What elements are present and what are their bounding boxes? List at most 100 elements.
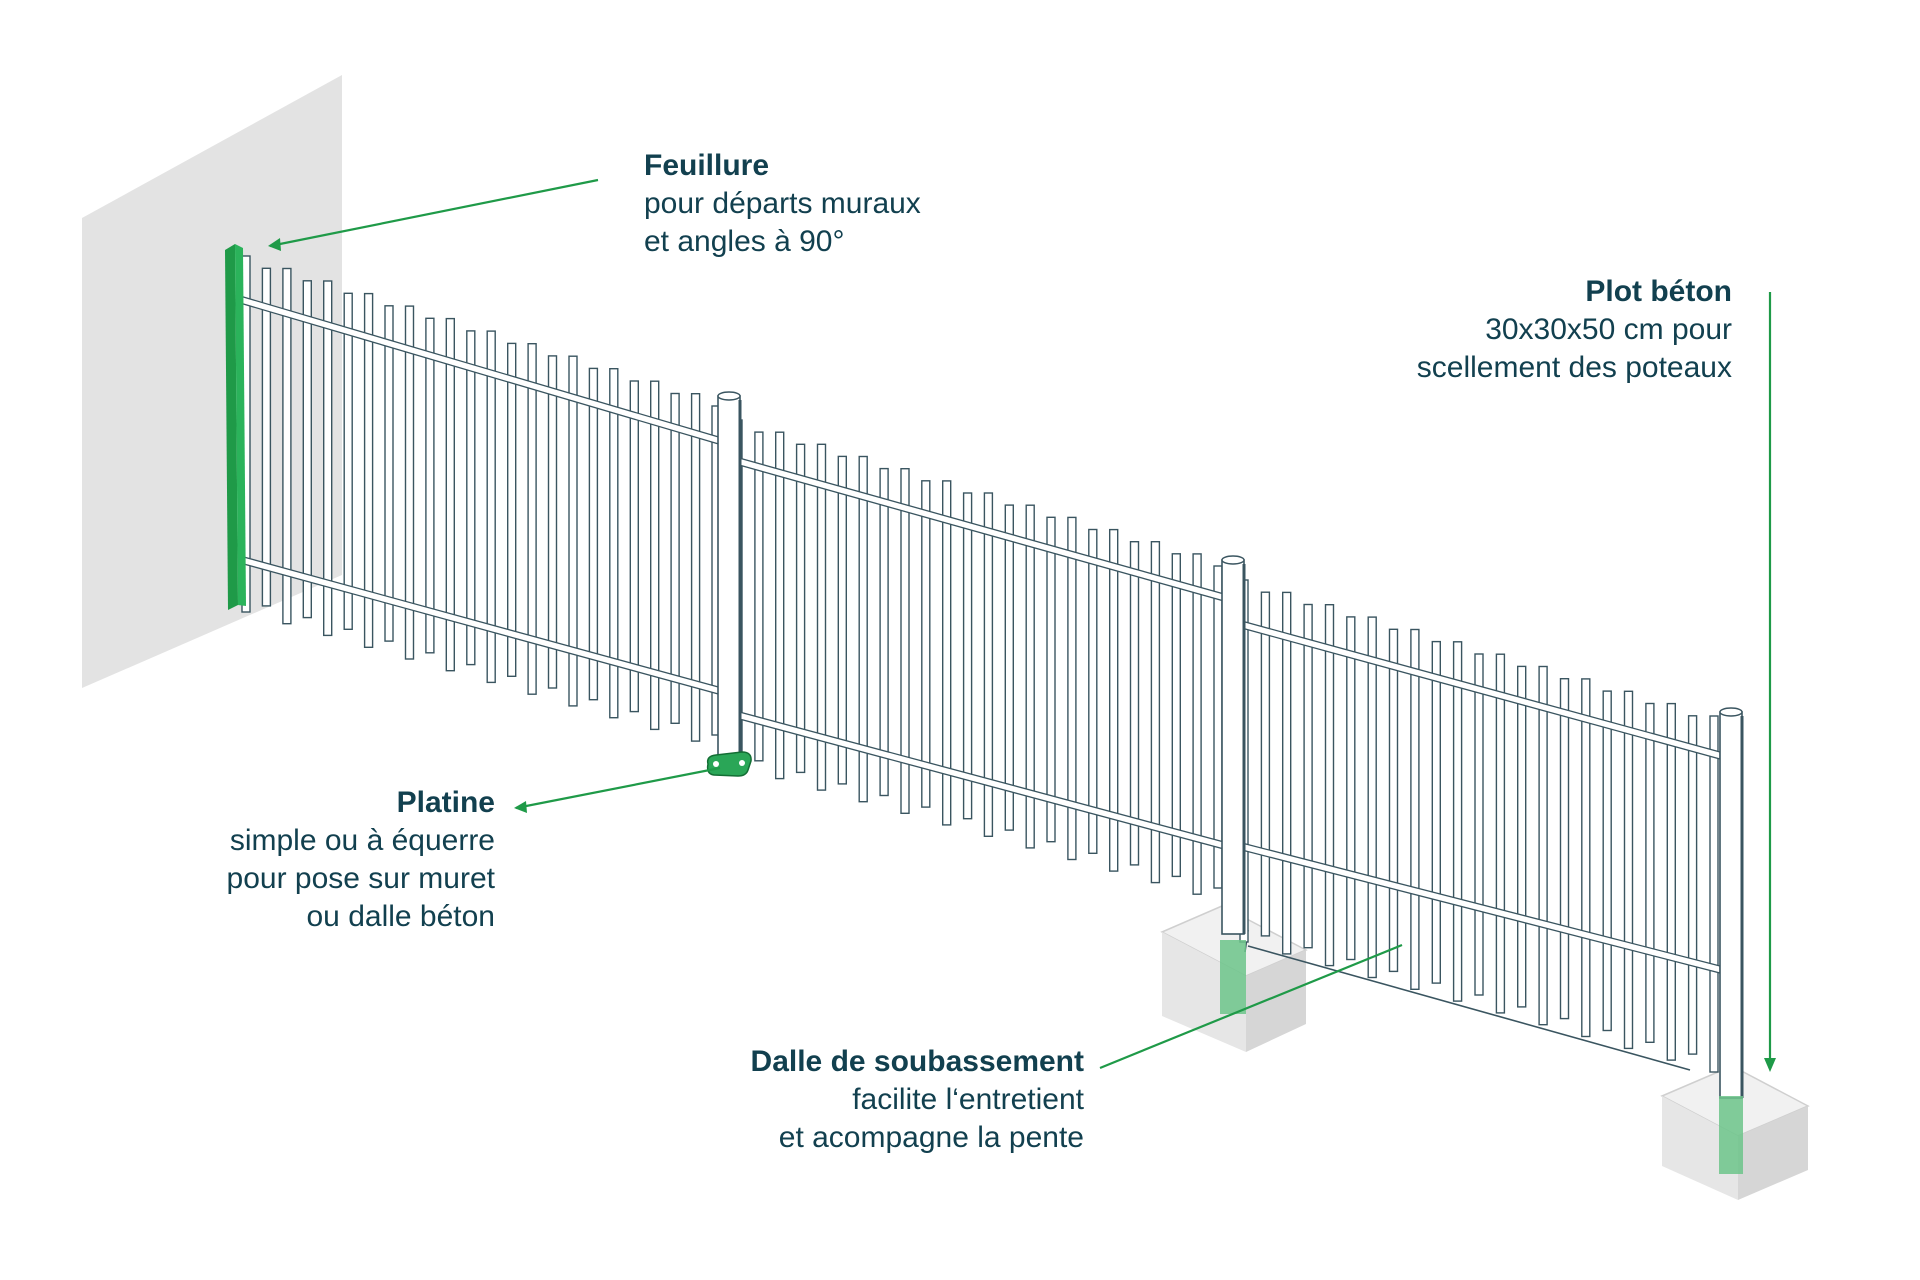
fence-post-3 <box>1719 707 1744 1099</box>
fence-picket <box>983 492 994 837</box>
fence-picket <box>879 467 889 797</box>
fence-picket <box>629 380 639 713</box>
wall <box>82 75 342 688</box>
fence-picket <box>1452 641 1463 1002</box>
fence-picket <box>466 330 476 666</box>
callout-plot-beton-line: 30x30x50 cm pour <box>1485 313 1732 346</box>
fence-picket <box>1559 678 1570 1020</box>
fence-rail <box>731 709 1225 850</box>
panel-3 <box>1237 579 1721 1073</box>
base-plate <box>706 751 752 777</box>
fence-picket <box>588 367 599 701</box>
callout-platine-line: simple ou à équerre <box>229 824 495 857</box>
fence-picket <box>343 292 353 630</box>
fence-picket <box>507 342 517 677</box>
fence-picket <box>1687 715 1698 1055</box>
fence-picket <box>1367 616 1377 979</box>
fence-picket <box>1046 516 1056 843</box>
fence-picket <box>384 305 394 642</box>
leader-lines <box>269 178 1772 1070</box>
fence-rail <box>239 555 723 696</box>
arrowhead-platine <box>514 801 527 813</box>
fence-picket <box>425 317 435 654</box>
fence-picket <box>942 480 952 826</box>
fence-picket <box>1495 653 1506 1014</box>
fence-picket <box>650 380 660 731</box>
fence <box>239 255 1744 1099</box>
fence-picket <box>690 393 701 742</box>
callout-platine-line: ou dalle béton <box>306 900 496 933</box>
fence-picket <box>1666 702 1677 1061</box>
arrowhead-plot-beton <box>1764 1058 1776 1072</box>
callout-plot-beton: Plot béton 30x30x50 cm pour scellement d… <box>1417 273 1732 387</box>
fence-post-1 <box>717 391 742 769</box>
fence-picket <box>858 455 868 803</box>
fence-picket <box>1150 541 1161 884</box>
post-footing-right <box>1719 1096 1743 1174</box>
callout-dalle-line: et acompagne la pente <box>778 1121 1084 1154</box>
fence-picket <box>1088 528 1098 854</box>
fence-picket <box>486 330 496 684</box>
fence-rail <box>731 455 1225 602</box>
fence-picket <box>1067 516 1077 861</box>
fence-picket <box>323 280 333 637</box>
callout-dalle-line: facilite l‘entretient <box>852 1083 1084 1116</box>
fence-picket <box>962 492 973 820</box>
fence-picket <box>261 267 272 607</box>
leader-arrowheads <box>268 238 1776 1072</box>
fence-picket <box>445 317 455 672</box>
fence-picket <box>775 431 785 780</box>
callout-feuillure-title: Feuillure <box>644 149 770 182</box>
base-slab-outline <box>1244 929 1691 1071</box>
callout-dalle-title: Dalle de soubassement <box>750 1045 1084 1078</box>
fence-picket <box>1388 628 1399 973</box>
arrowhead-feuillure <box>268 238 281 251</box>
callout-plot-beton-line: scellement des poteaux <box>1416 351 1732 384</box>
callout-dalle: Dalle de soubassement facilite l‘entreti… <box>751 1043 1084 1157</box>
fence-picket <box>1410 628 1420 990</box>
callout-platine: Platine simple ou à équerre pour pose su… <box>227 784 495 936</box>
fence-picket <box>1303 603 1313 949</box>
panel-1 <box>239 255 723 742</box>
fence-picket <box>547 355 558 689</box>
fence-picket <box>1623 690 1634 1050</box>
fence-picket <box>404 305 415 660</box>
fence-picket <box>302 280 312 619</box>
callout-plot-beton-title: Plot béton <box>1585 275 1732 308</box>
fence-picket <box>568 355 578 707</box>
post-footing-middle <box>1220 940 1246 1014</box>
fence-picket <box>1581 678 1591 1038</box>
fence-picket <box>1260 591 1271 937</box>
fence-picket <box>1709 715 1719 1073</box>
fence-picket <box>1431 640 1442 984</box>
fence-picket <box>1346 616 1356 961</box>
fence-picket <box>921 480 931 808</box>
fence-picket <box>754 431 764 762</box>
fence-picket <box>1004 504 1014 831</box>
callout-feuillure: Feuillure pour départs muraux et angles … <box>644 147 921 261</box>
fence-picket <box>1025 504 1035 849</box>
fence-picket <box>1129 541 1140 866</box>
leader-feuillure <box>269 178 599 248</box>
fence-picket <box>795 443 806 774</box>
fence-picket <box>527 343 537 695</box>
fence-picket <box>282 267 292 625</box>
fence-picket <box>837 455 847 785</box>
fence-picket <box>1538 665 1548 1026</box>
leader-platine <box>515 766 721 810</box>
callout-platine-title: Platine <box>396 786 495 819</box>
fence-picket <box>363 292 374 649</box>
wall-rebate-post <box>225 244 246 610</box>
callout-feuillure-line: et angles à 90° <box>644 225 845 258</box>
fence-picket <box>1108 528 1119 872</box>
fence-picket <box>1474 653 1484 996</box>
fence-picket <box>1171 553 1182 878</box>
fence-picket <box>1281 591 1292 955</box>
fence-picket <box>609 368 619 719</box>
callout-feuillure-line: pour départs muraux <box>644 187 921 220</box>
fence-picket <box>1324 604 1335 967</box>
fence-picket <box>670 392 680 724</box>
leader-dalle <box>1099 943 1403 1070</box>
